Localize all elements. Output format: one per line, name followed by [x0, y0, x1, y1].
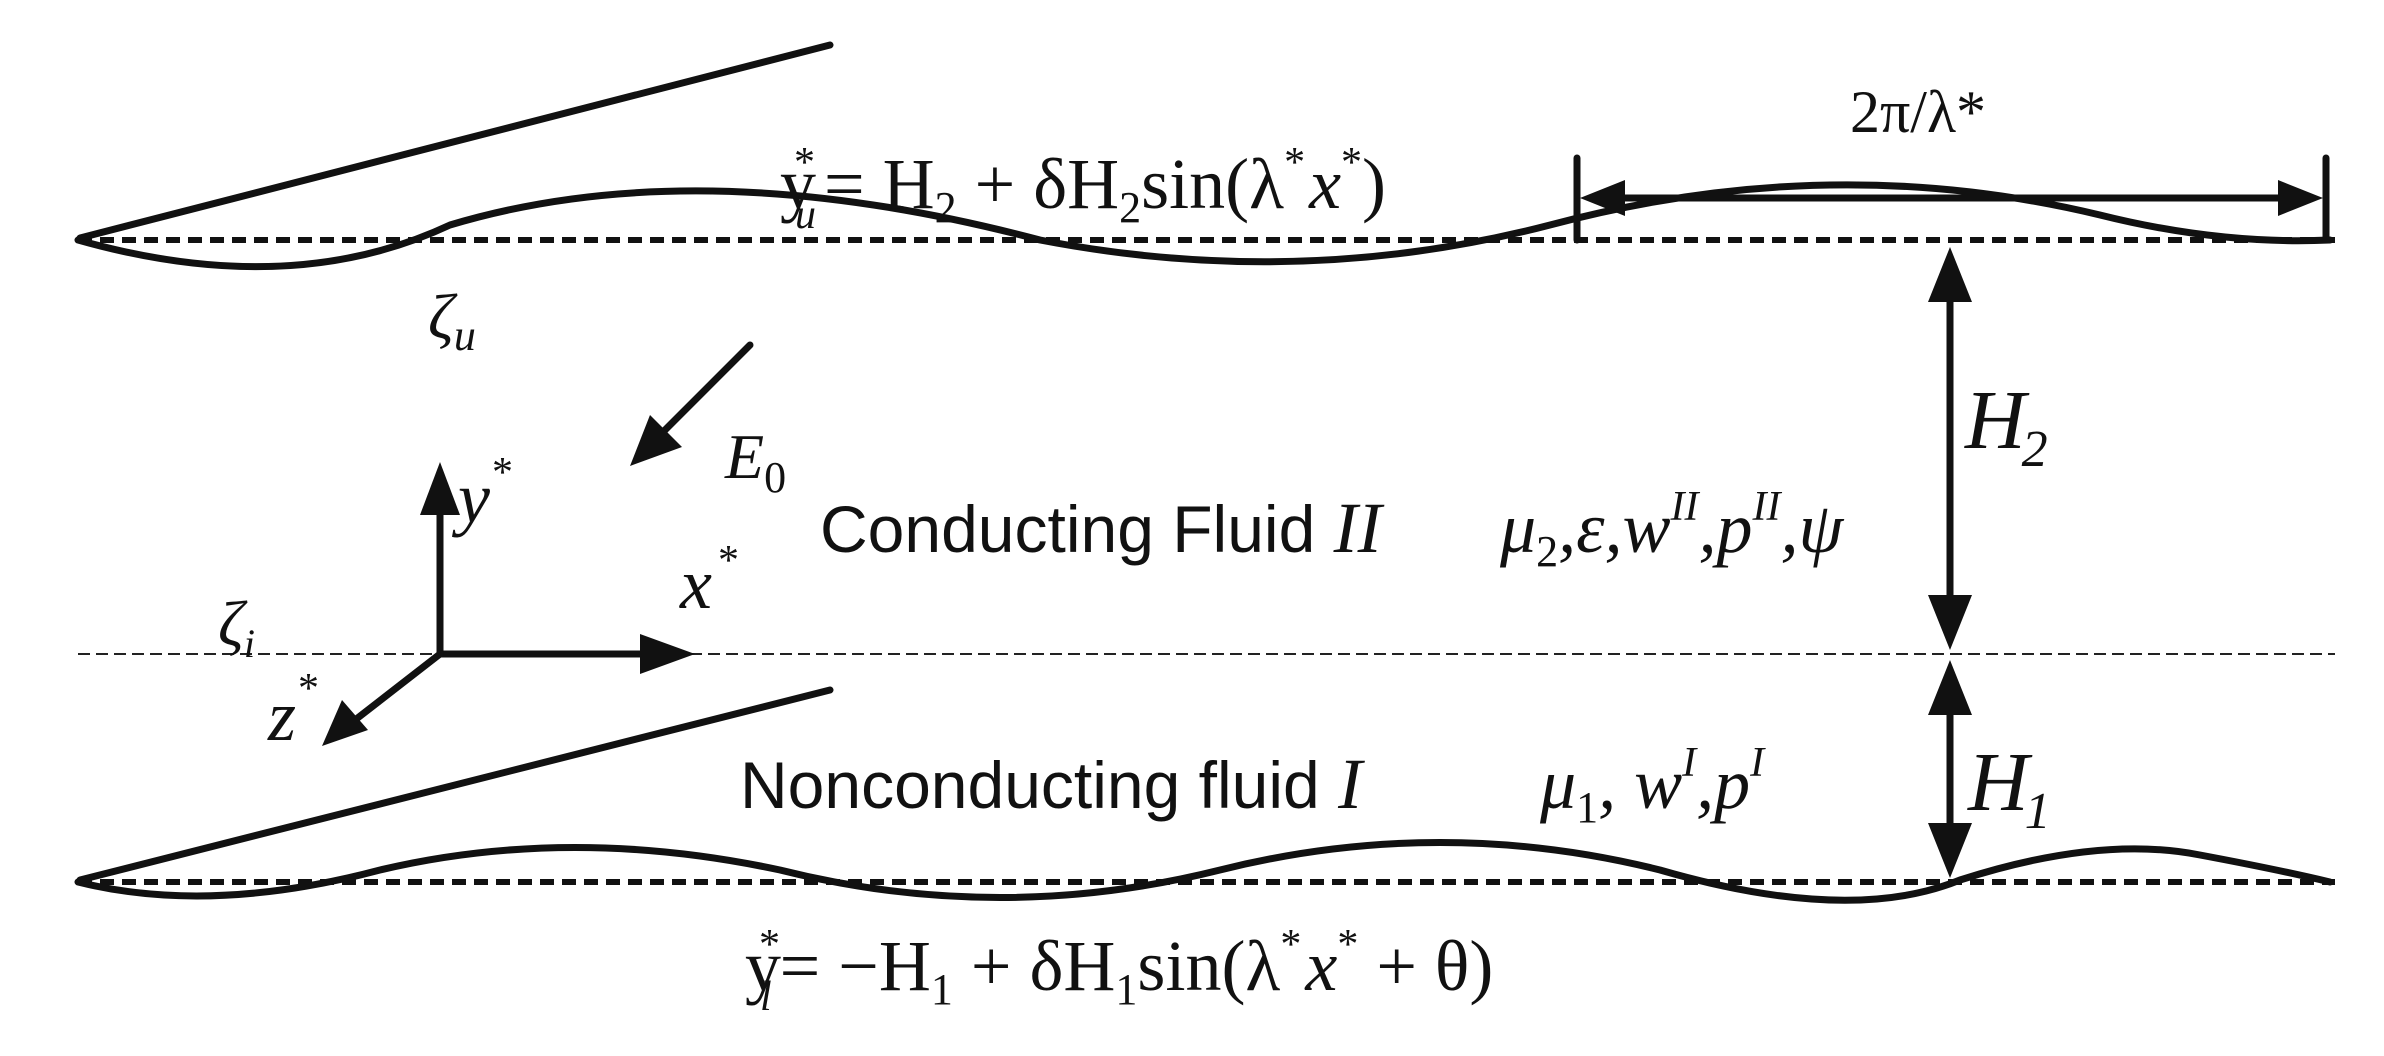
electric-field-arrow — [630, 341, 754, 466]
upper-oblique-edge — [76, 41, 834, 242]
y-axis-label: y* — [451, 450, 511, 538]
H2-dimension — [1928, 247, 1972, 650]
fluid-II-properties: μ2,ε,wII,pII,ψ — [1499, 484, 1845, 576]
wavelength-label: 2π/λ* — [1850, 79, 1986, 145]
lower-wall-equation: y*l= −H1 + δH1sin(λ*x* + θ) — [745, 922, 1493, 1020]
zeta-i-label: ζi — [218, 588, 255, 666]
coordinate-axes — [322, 462, 695, 746]
upper-wavy-wall — [74, 181, 2334, 271]
zeta-u-label: ζu — [428, 281, 476, 360]
fluid-I-label: Nonconducting fluid I — [740, 744, 1365, 824]
H1-label: H1 — [1967, 736, 2051, 840]
fluid-I-properties: μ1, wI,pI — [1539, 740, 1766, 832]
wavelength-dimension — [1573, 154, 2330, 244]
E0-label: E0 — [724, 421, 786, 502]
z-axis-label: z* — [267, 666, 317, 756]
upper-wall-equation: y*u= H2 + δH2sin(λ*x*) — [780, 140, 1386, 238]
H2-label: H2 — [1964, 374, 2048, 478]
fluid-II-label: Conducting Fluid II — [820, 488, 1385, 568]
x-axis-label: x* — [679, 538, 737, 624]
lower-wavy-wall — [74, 839, 2334, 904]
lower-oblique-edge — [76, 686, 834, 884]
H1-dimension — [1928, 660, 1972, 878]
